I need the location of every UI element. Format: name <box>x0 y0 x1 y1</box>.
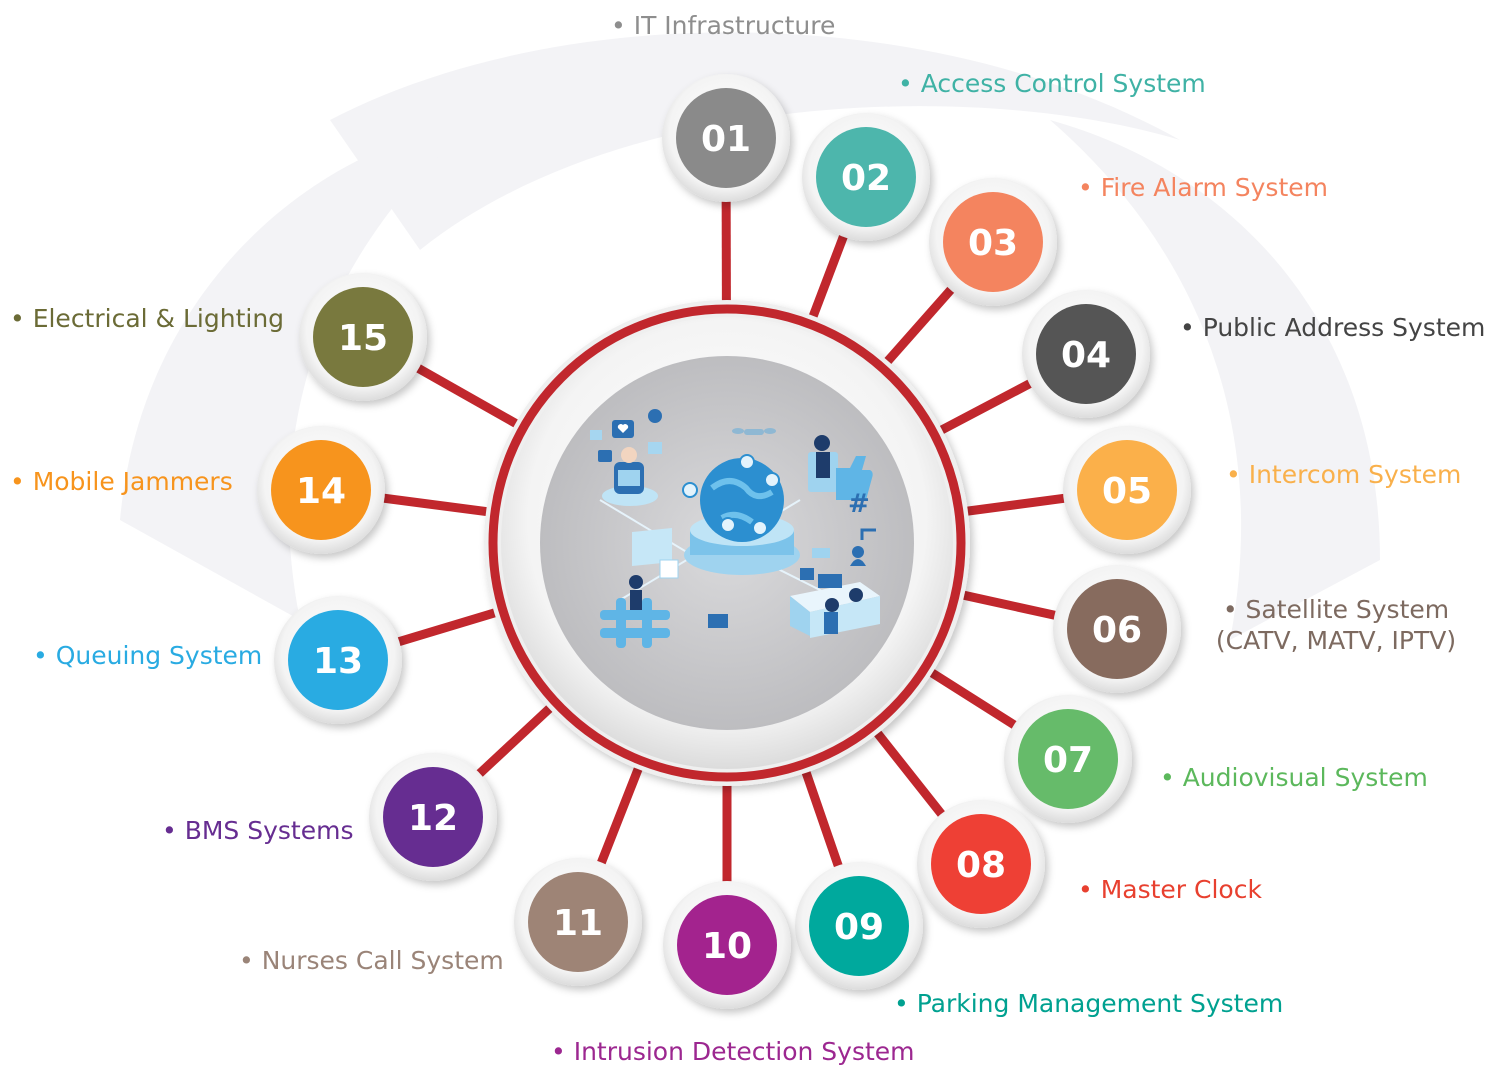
spoke-11 <box>593 760 645 873</box>
node-number-13: 13 <box>313 641 363 682</box>
spoke-12 <box>470 700 558 783</box>
label-08: • Master Clock <box>1078 875 1262 904</box>
svg-text:#: # <box>848 489 870 519</box>
label-04: • Public Address System <box>1180 313 1486 342</box>
node-number-04: 04 <box>1061 335 1111 376</box>
label-10: • Intrusion Detection System <box>551 1037 915 1066</box>
node-12: 12 <box>369 753 497 881</box>
node-number-08: 08 <box>956 845 1006 886</box>
node-03: 03 <box>929 178 1057 306</box>
node-02: 02 <box>802 113 930 241</box>
node-number-09: 09 <box>834 907 884 948</box>
node-number-01: 01 <box>701 119 751 160</box>
node-14: 14 <box>257 426 385 554</box>
node-disc-09 <box>809 876 909 976</box>
spoke-03 <box>879 280 960 370</box>
spoke-15 <box>408 360 524 431</box>
node-number-02: 02 <box>841 158 891 199</box>
node-disc-04 <box>1036 304 1136 404</box>
central-hub: # <box>484 300 970 786</box>
node-10: 10 <box>663 881 791 1009</box>
node-number-06: 06 <box>1092 610 1142 651</box>
label-15: • Electrical & Lighting <box>10 304 285 333</box>
spoke-09 <box>799 764 846 876</box>
background-watermark <box>120 32 1380 640</box>
label-13: • Queuing System <box>33 641 263 670</box>
spoke-06 <box>956 589 1065 622</box>
label-01: • IT Infrastructure <box>611 11 836 40</box>
label-12: • BMS Systems <box>162 816 354 845</box>
node-number-12: 12 <box>408 798 458 839</box>
node-06: 06 <box>1053 565 1181 693</box>
label-14: • Mobile Jammers <box>10 467 233 496</box>
node-disc-01 <box>676 88 776 188</box>
node-number-15: 15 <box>338 318 388 359</box>
connector-spokes <box>374 192 1074 890</box>
node-disc-13 <box>288 610 388 710</box>
label-03: • Fire Alarm System <box>1078 173 1328 202</box>
node-disc-10 <box>677 895 777 995</box>
spoke-13 <box>389 606 503 649</box>
node-number-14: 14 <box>296 471 346 512</box>
spoke-02 <box>806 226 851 324</box>
node-09: 09 <box>795 862 923 990</box>
label-06: • Satellite System (CATV, MATV, IPTV) <box>1215 595 1457 656</box>
node-number-03: 03 <box>968 223 1018 264</box>
spoke-04 <box>933 375 1040 438</box>
spoke-07 <box>923 665 1024 734</box>
numbered-nodes: 01 02 03 04 05 06 07 08 09 10 11 12 13 14 15 <box>257 74 1191 1009</box>
node-07: 07 <box>1004 695 1132 823</box>
node-number-05: 05 <box>1102 471 1152 512</box>
node-05: 05 <box>1063 426 1191 554</box>
node-08: 08 <box>917 800 1045 928</box>
node-disc-06 <box>1067 579 1167 679</box>
label-07: • Audiovisual System <box>1160 763 1428 792</box>
node-disc-08 <box>931 814 1031 914</box>
label-11: • Nurses Call System <box>239 946 504 975</box>
spoke-08 <box>869 725 951 824</box>
node-disc-12 <box>383 767 483 867</box>
node-11: 11 <box>514 858 642 986</box>
node-01: 01 <box>662 74 790 202</box>
node-disc-07 <box>1018 709 1118 809</box>
node-13: 13 <box>274 596 402 724</box>
digital-network-illustration-icon: # <box>590 409 880 648</box>
node-number-07: 07 <box>1043 740 1093 781</box>
node-disc-11 <box>528 872 628 972</box>
spoke-05 <box>960 492 1074 517</box>
node-disc-14 <box>271 440 371 540</box>
node-number-11: 11 <box>553 903 603 944</box>
node-04: 04 <box>1022 290 1150 418</box>
node-disc-03 <box>943 192 1043 292</box>
node-number-10: 10 <box>702 926 752 967</box>
label-02: • Access Control System <box>898 69 1206 98</box>
node-disc-02 <box>816 127 916 227</box>
node-disc-15 <box>313 287 413 387</box>
spoke-14 <box>374 492 494 517</box>
label-05: • Intercom System <box>1226 460 1462 489</box>
node-disc-05 <box>1077 440 1177 540</box>
label-09: • Parking Management System <box>894 989 1284 1018</box>
node-15: 15 <box>299 273 427 401</box>
